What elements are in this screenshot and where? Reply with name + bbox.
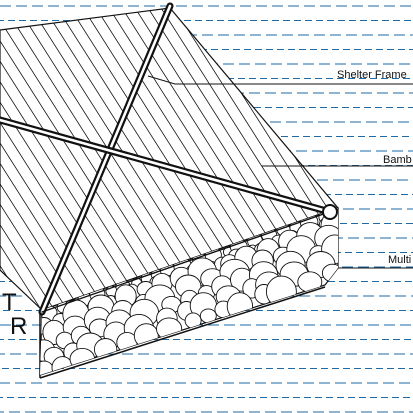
bamboo-pole-diagonal-a xyxy=(38,2,174,316)
corner-letter-t: T xyxy=(2,289,17,316)
bamboo-frame xyxy=(0,2,338,316)
roof-hatch-line xyxy=(0,8,120,310)
roof-hatch-line xyxy=(0,8,55,310)
corner-letter-r: R xyxy=(10,313,27,340)
stone xyxy=(184,312,202,329)
base-bottom-edge xyxy=(39,286,326,379)
bamboo-pole-diagonal-b xyxy=(0,116,334,216)
roof-hatch-line xyxy=(0,8,133,310)
stone xyxy=(226,292,254,321)
roof-hatch-line xyxy=(0,8,42,310)
stone xyxy=(199,308,217,324)
callout-bamboo: Bamb xyxy=(383,154,412,166)
roof-hatch-line xyxy=(0,8,107,310)
stone-base xyxy=(39,207,339,379)
roof-hatch-line xyxy=(0,8,172,310)
bamboo-ridge-edge xyxy=(41,209,336,313)
roof-hatch-line xyxy=(0,8,81,310)
roof-hatch-line xyxy=(168,8,338,310)
bamboo-end-cap xyxy=(322,204,338,220)
callout-shelter-frame: Shelter Frame xyxy=(337,69,407,81)
stone-face-layer xyxy=(40,209,338,375)
stone xyxy=(321,263,338,283)
roof-hatch-line xyxy=(0,8,146,310)
roof-hatch-line xyxy=(0,8,159,310)
leader-shelter-frame xyxy=(147,75,413,85)
callout-multi: Multi xyxy=(388,254,411,266)
roof-hatch-line xyxy=(0,8,68,310)
callout-leaders xyxy=(147,75,413,269)
